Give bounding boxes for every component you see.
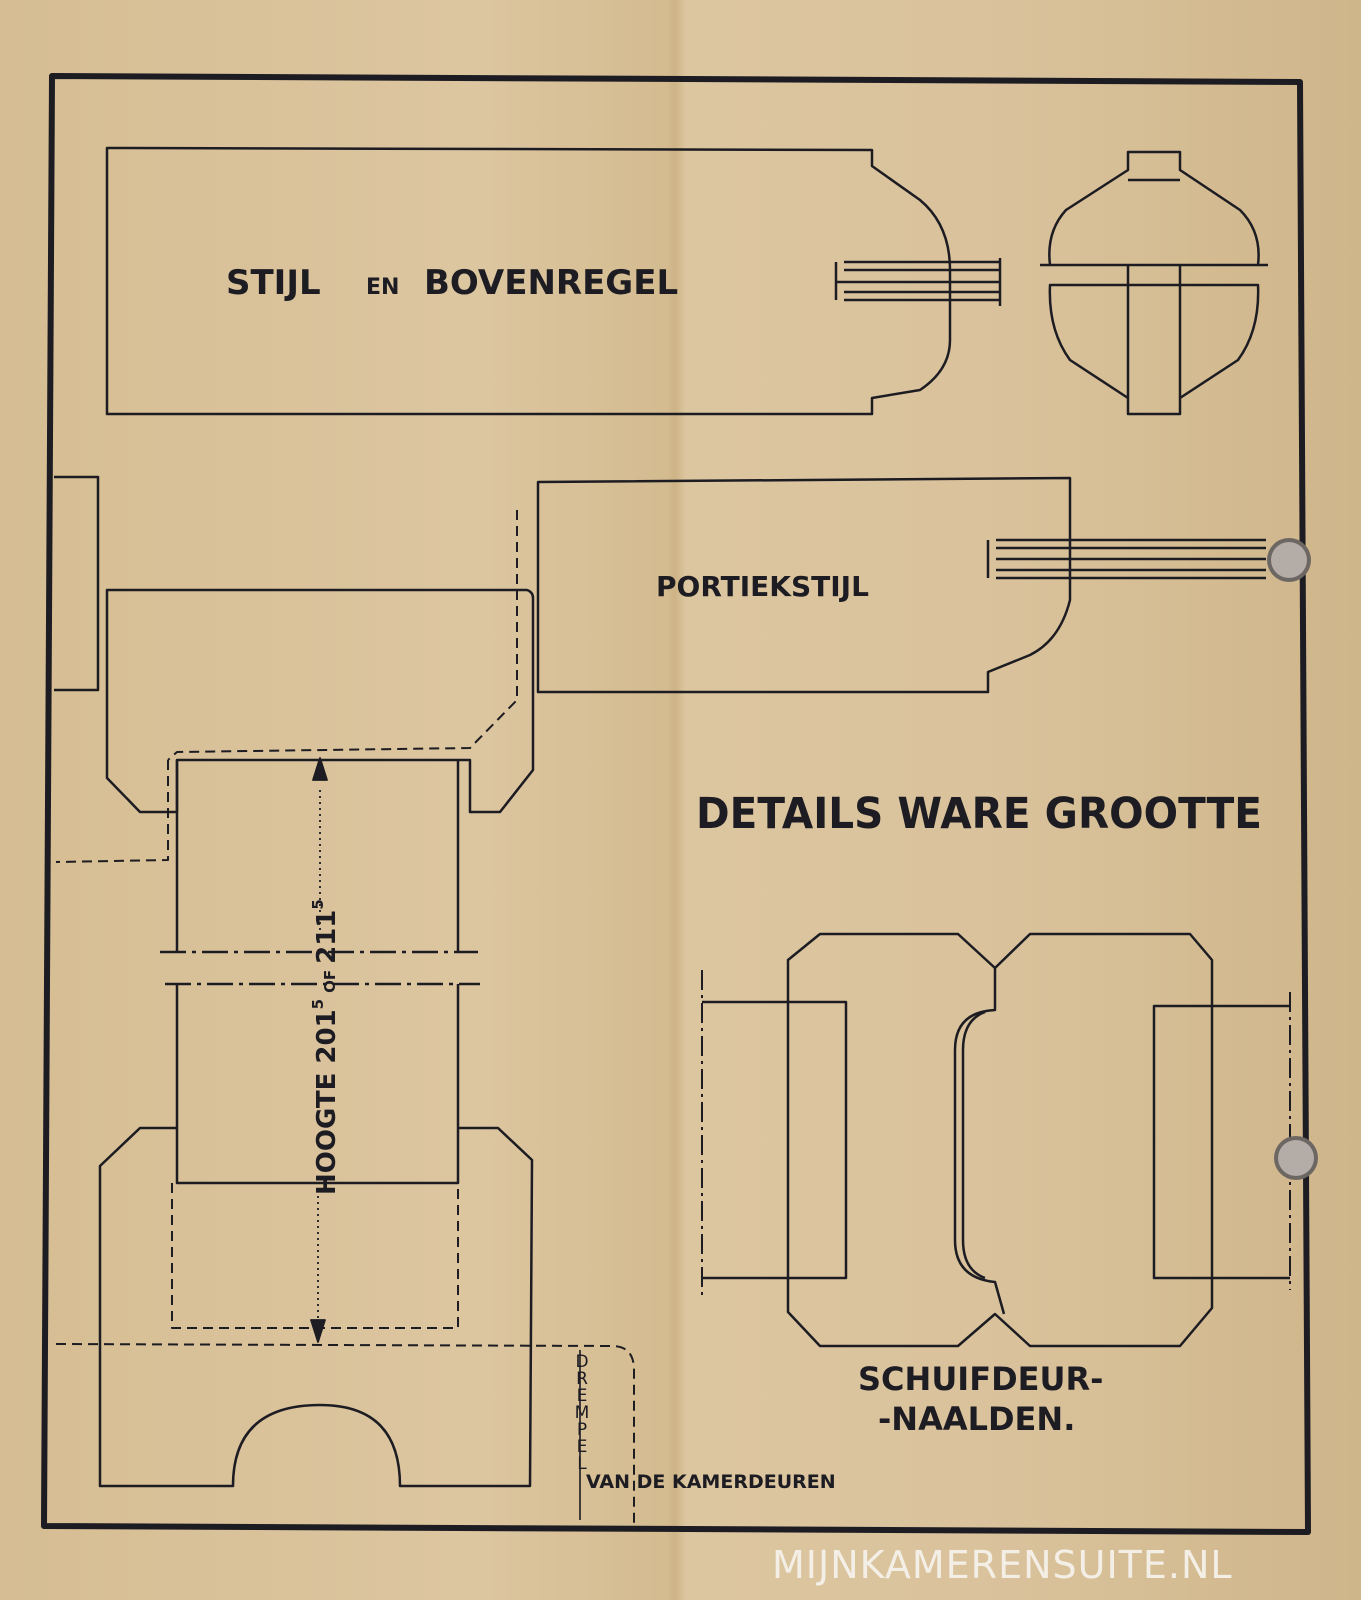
center-lines [701,970,1291,1300]
hoogte-text: HOOGTE 201 [312,1009,342,1195]
stijl-bovenregel-slot [834,258,1002,306]
schuifdeur-naalden-profile [702,932,1290,1348]
hidden-line-left [55,760,169,863]
portiekstijl-slot [986,538,1266,580]
hoogte-sup-1: 5 [309,999,327,1009]
height-dimension-label: HOOGTE 2015OF2115 [309,899,342,1195]
watermark: MIJNKAMERENSUITE.NL [772,1543,1233,1587]
label-drempel: DREMPEL [572,1352,592,1471]
label-van-de-kamerdeuren: VAN DE KAMERDEUREN [586,1471,836,1493]
upper-block-hidden-line [167,510,518,761]
cross-section-profile [1040,150,1268,416]
svg-text:HOOGTE 2015OF2115: HOOGTE 2015OF2115 [309,899,342,1195]
label-details-ware-grootte: DETAILS WARE GROOTTE [696,789,1262,839]
hoogte-of: OF [321,970,339,993]
label-schuifdeur: SCHUIFDEUR- [858,1360,1103,1398]
label-portiekstijl: PORTIEKSTIJL [656,570,869,603]
hoogte-num-2: 211 [312,910,342,964]
hoogte-sup-2: 5 [309,899,327,909]
floor-hidden-line [55,1343,635,1524]
label-naalden: -NAALDEN. [878,1400,1075,1438]
column-upper [175,760,460,952]
lower-block-hidden-rect [171,1183,459,1329]
drawing-border [41,73,1311,1535]
label-en: EN [366,275,399,300]
label-stijl: STIJL [226,263,321,303]
label-bovenregel: BOVENREGEL [424,263,678,303]
left-edge-profile [54,475,100,692]
punch-holes [1267,538,1318,1180]
column-lower [175,984,460,1185]
portiekstijl-profile [536,476,1072,694]
height-dimension [310,757,328,1343]
lower-block-profile [98,1126,534,1488]
